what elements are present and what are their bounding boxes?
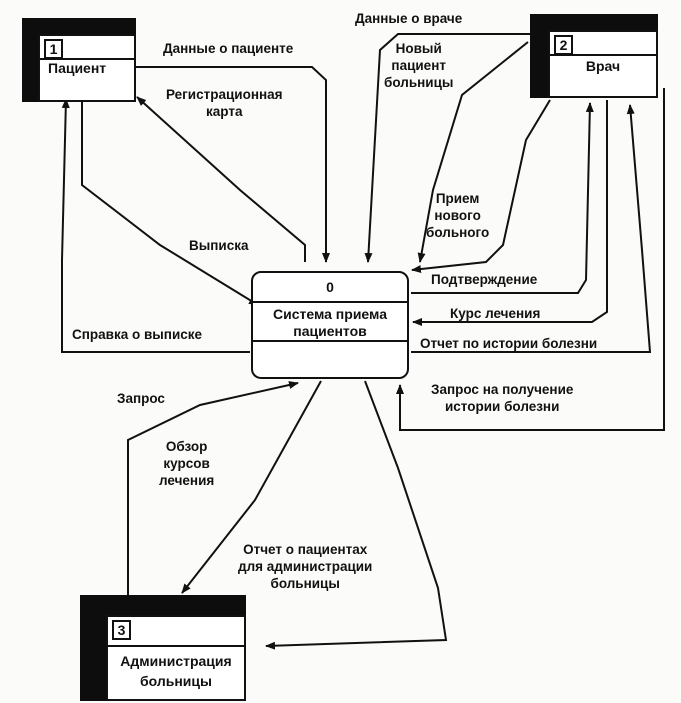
entity-divider — [550, 54, 656, 56]
label-confirmation: Подтверждение — [431, 272, 538, 287]
entity-divider — [40, 58, 134, 60]
label-history-request: Запрос на получение истории болезни — [431, 382, 574, 414]
label-new-patient: Новый пациент больницы — [384, 41, 454, 90]
entity-patient: 1 Пациент — [22, 18, 136, 102]
arrow-confirmation — [411, 102, 594, 294]
label-admin-report: Отчет о пациентах для администрации боль… — [238, 542, 373, 591]
entity-divider — [108, 645, 244, 647]
arrow-course — [412, 100, 608, 326]
process-divider — [253, 340, 407, 342]
arrow-doctor-data — [364, 33, 530, 263]
label-extract: Выписка — [189, 238, 249, 253]
entity-name: Администрация больницы — [120, 653, 232, 689]
process-divider — [253, 301, 407, 303]
process-number: 0 — [326, 279, 334, 295]
entity-name: Врач — [585, 58, 621, 74]
arrow-new-patient — [417, 41, 529, 263]
arrow-extract-certificate — [61, 98, 250, 353]
label-courses-review: Обзор курсов лечения — [159, 439, 215, 488]
process-box: 0 Система приема пациентов — [251, 271, 409, 379]
entity-name: Пациент — [48, 60, 107, 76]
entity-admin: 3 Администрация больницы — [80, 595, 246, 701]
arrow-admission — [411, 99, 551, 274]
arrow-extract — [81, 96, 259, 306]
arrow-courses-review — [127, 381, 299, 597]
label-course: Курс лечения — [450, 306, 541, 321]
entity-number: 2 — [554, 35, 573, 55]
entity-number: 3 — [112, 620, 131, 640]
entity-number: 1 — [44, 39, 63, 59]
arrow-admin-report — [181, 380, 322, 594]
label-history-report: Отчет по истории болезни — [420, 336, 598, 351]
arrow-admin-loop — [265, 380, 448, 650]
process-name: Система приема пациентов — [273, 306, 387, 339]
arrow-history-report — [411, 104, 652, 353]
entity-doctor: 2 Врач — [530, 14, 658, 98]
label-registration-card: Регистрационная карта — [166, 87, 283, 119]
arrow-patient-data — [135, 66, 330, 263]
label-admission: Прием нового больного — [426, 191, 490, 240]
label-request: Запрос — [117, 391, 165, 406]
arrow-history-request — [396, 88, 665, 431]
label-doctor-data: Данные о враче — [355, 11, 463, 26]
label-extract-certificate: Справка о выписке — [72, 327, 203, 342]
label-patient-data: Данные о пациенте — [163, 41, 294, 56]
arrow-registration-card — [136, 96, 306, 262]
